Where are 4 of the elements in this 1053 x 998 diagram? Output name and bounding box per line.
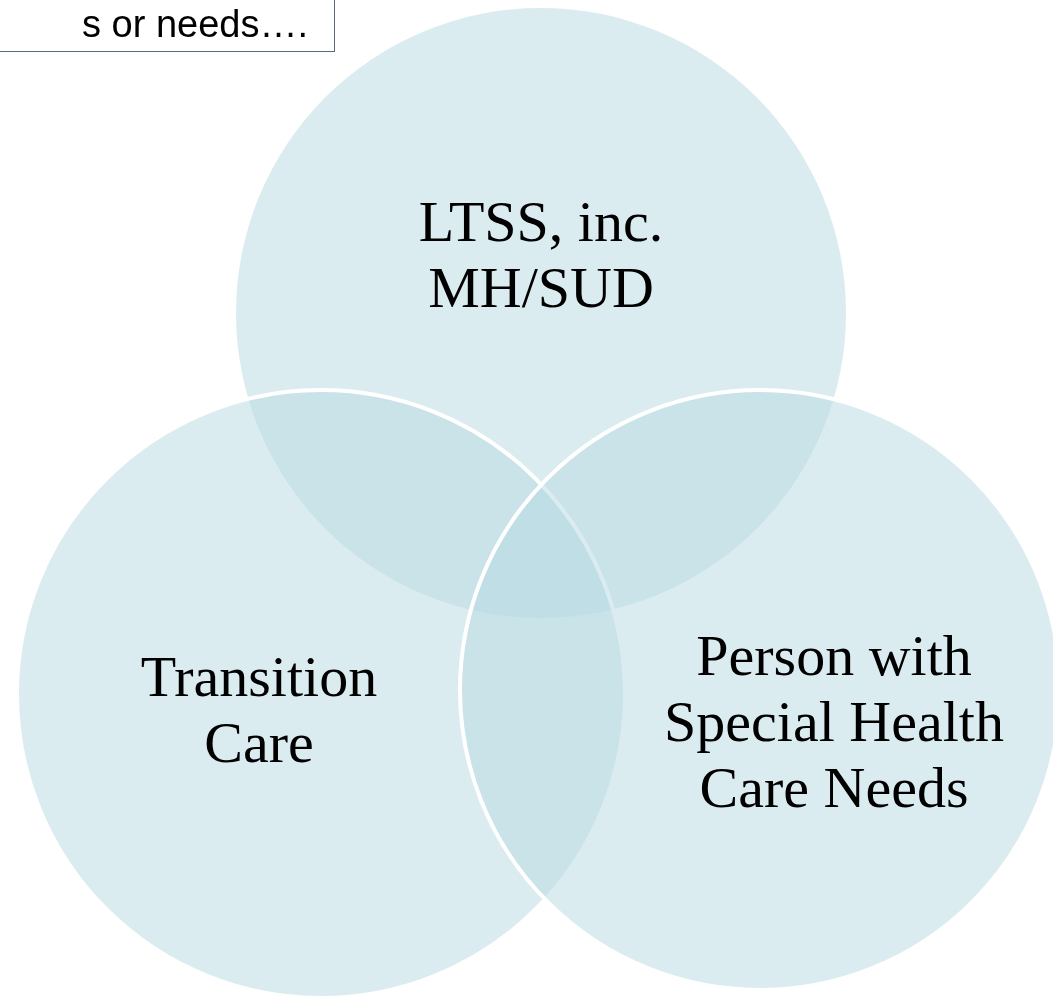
text-box: s or needs…. xyxy=(0,0,335,52)
circle-label: Person with Special Health Care Needs xyxy=(663,623,1005,821)
circle-label: Transition Care xyxy=(139,644,379,776)
circle-label: LTSS, inc. MH/SUD xyxy=(417,189,665,321)
